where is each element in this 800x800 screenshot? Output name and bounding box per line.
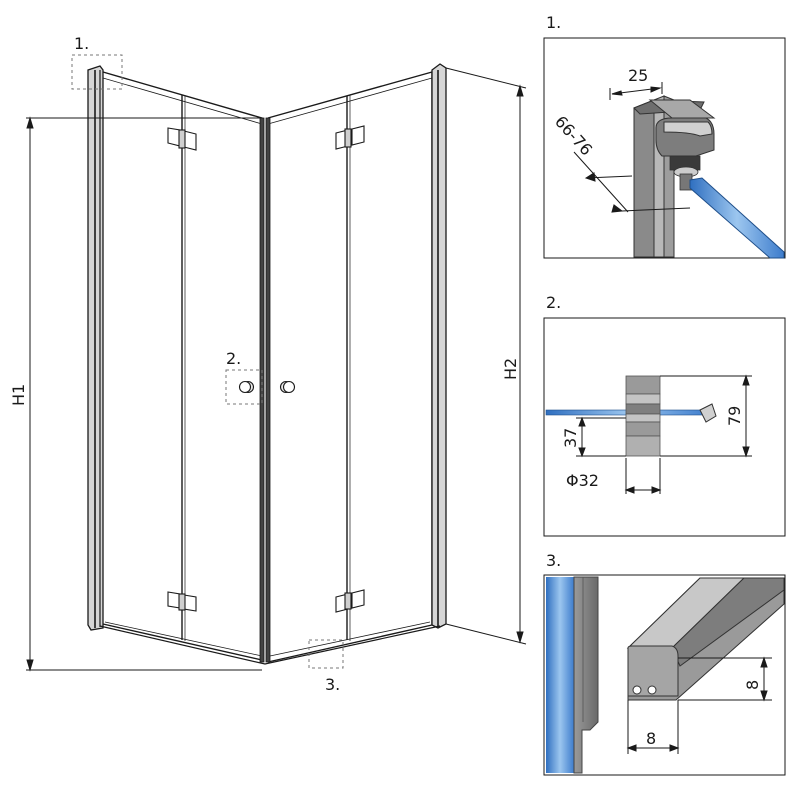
- dim-37: [576, 416, 626, 458]
- dim-8-horizontal-label: 8: [646, 729, 656, 748]
- hinge-icon: [167, 125, 365, 613]
- clip-icon: [699, 403, 717, 423]
- right-wall-profile: [431, 63, 447, 629]
- left-wall-profile: [87, 65, 104, 631]
- detail-3: 3. 8: [543, 551, 786, 776]
- detail-2-title: 2.: [546, 293, 561, 312]
- detail-2-frame: [543, 317, 786, 537]
- glass-pane: [689, 177, 785, 259]
- top-cap: [648, 99, 716, 157]
- dim-79-label: 79: [725, 406, 744, 426]
- hinge-top-left: [167, 127, 197, 151]
- knob-right: [279, 380, 296, 394]
- inner-mechanism: [669, 155, 701, 191]
- knob-left: [238, 380, 255, 394]
- callout-label-1: 1.: [74, 34, 89, 53]
- dim-8-horizontal: [626, 700, 680, 754]
- dim-8-vertical: [678, 656, 772, 702]
- hinge-bottom-right: [335, 589, 365, 613]
- glass-profile-detail: [546, 576, 599, 774]
- knob-detail: [625, 375, 661, 457]
- h2-label: H2: [501, 358, 520, 380]
- hinge-bottom-left: [167, 591, 197, 612]
- callout-box-3: [308, 639, 344, 669]
- dim-37-label: 37: [561, 428, 580, 448]
- callout-label-3: 3.: [325, 675, 340, 694]
- dim-25-label: 25: [628, 66, 648, 85]
- callout-label-2: 2.: [226, 349, 241, 368]
- callout-boxes: [71, 54, 344, 669]
- h1-dimension: [26, 116, 262, 672]
- dim-diameter: [624, 458, 662, 494]
- dim-25: [609, 82, 663, 100]
- h1-label: H1: [9, 384, 28, 406]
- bottom-seal-line: [99, 625, 441, 665]
- detail-1-title: 1.: [546, 13, 561, 32]
- dim-8-vertical-label: 8: [743, 680, 762, 690]
- detail-3-title: 3.: [546, 551, 561, 570]
- dim-79: [660, 374, 752, 458]
- detail-2: 2. 79: [543, 293, 786, 537]
- h2-dimension: [445, 67, 527, 645]
- callout-box-2: [225, 369, 263, 405]
- dim-diameter-label: Φ32: [566, 471, 599, 490]
- right-door-panels: [267, 71, 433, 663]
- bottom-seal-detail: [626, 577, 785, 701]
- hinge-top-right: [335, 125, 365, 150]
- main-view: 1. 2. 3. H1 H2: [9, 34, 527, 694]
- callout-box-1: [71, 54, 123, 90]
- knob-icon: [238, 380, 296, 394]
- detail-1: 1. 25: [543, 13, 786, 259]
- dim-66-76: [573, 151, 691, 213]
